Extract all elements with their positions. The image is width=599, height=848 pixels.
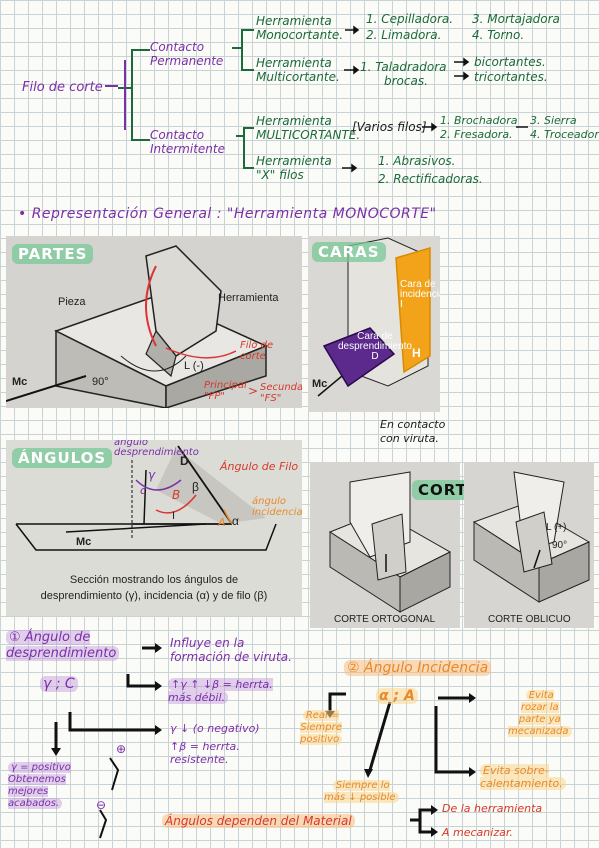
- minus-icon: ⊖: [96, 798, 107, 812]
- label-alpha: α: [232, 514, 239, 528]
- tree-item: 4. Torno.: [472, 28, 525, 42]
- label-mc-caras: Mc: [312, 378, 328, 390]
- label-i: I: [172, 510, 176, 522]
- note1-influye: Influye en la formación de viruta.: [170, 636, 292, 664]
- note-contacto: En contacto con viruta.: [380, 418, 446, 445]
- label-cara-desp: Cara de desprendimiento D: [338, 331, 412, 362]
- tree-result: bicortantes.: [474, 55, 546, 69]
- tree-item: 4. Troceadora: [530, 128, 599, 141]
- note2-evita2: Evita sobre- calentamiento.: [480, 764, 566, 790]
- ortogonal-drawing: [328, 471, 452, 613]
- label-pieza: Pieza: [58, 296, 86, 308]
- photo-angulos: ÁNGULOS ángulo desprendimiento γ c D B β…: [6, 440, 302, 616]
- oblicuo-drawing: [472, 471, 591, 603]
- tree-item: 3. Mortajadora: [472, 12, 560, 26]
- photo-caras: CARAS Cara de desprendimiento D Cara de …: [308, 236, 440, 412]
- caras-drawing: [317, 237, 431, 397]
- footer-a: De la herramienta: [442, 802, 543, 815]
- label-corte-oblicuo: CORTE OBLICUO: [488, 614, 571, 625]
- label-beta: β: [192, 480, 199, 494]
- tag-caras: CARAS: [312, 242, 386, 262]
- note2-evita1: Evita rozar la parte ya mecanizada: [508, 690, 572, 738]
- tree-item: 2. Rectificadoras.: [378, 172, 483, 186]
- label-cara-inc: Cara de incidencia I: [400, 279, 440, 310]
- tree-multicortante: Herramienta Multicortante.: [256, 56, 340, 84]
- photo-partes: PARTES Pieza Herramienta Mc 90° L (-) Fi…: [6, 236, 302, 408]
- label-gt: >: [248, 384, 259, 398]
- note1-down2: ↑β = herrta. resistente.: [170, 740, 240, 766]
- angulos-drawing: [15, 445, 277, 551]
- tree-branch-intermitente: Contacto Intermitente: [150, 128, 225, 156]
- label-l: L (-): [184, 360, 204, 372]
- tree-varios-filos: [Varios filos]: [352, 120, 427, 134]
- label-ang-inc: ángulo incidencia: [252, 496, 302, 518]
- label-ang-filo: Ángulo de Filo: [220, 460, 299, 473]
- tree-item: 2. Limadora.: [366, 28, 442, 42]
- section-heading: • Representación General : "Herramienta …: [18, 206, 437, 222]
- note1-down: γ ↓ (o negativo): [170, 722, 260, 735]
- footer-b: A mecanizar.: [442, 826, 513, 839]
- label-ang-desp: ángulo desprendimiento: [114, 440, 199, 458]
- tree-item: 3. Sierra: [530, 114, 577, 127]
- tree-x-filos: Herramienta "X" filos: [256, 154, 332, 182]
- label-90: 90°: [92, 376, 109, 388]
- label-secundario: Secundario "FS": [260, 382, 302, 404]
- label-mc-ang: Mc: [76, 536, 92, 548]
- label-gamma: γ: [148, 468, 156, 482]
- footer-text: Ángulos dependen del Material: [162, 814, 355, 828]
- tree-item: 1. Cepilladora.: [366, 12, 454, 26]
- tree-item: 1. Abrasivos.: [378, 154, 456, 168]
- tree-item: 1. Brochadora: [440, 114, 518, 127]
- tag-angulos: ÁNGULOS: [12, 448, 113, 468]
- tree-monocortante: Herramienta Monocortante.: [256, 14, 344, 42]
- note1-up: ↑γ ↑ ↓β = herrta. más débil.: [168, 678, 273, 704]
- tag-partes: PARTES: [12, 244, 94, 264]
- tree-item: brocas.: [384, 74, 428, 88]
- note1-gamma-c: γ ; C: [40, 676, 78, 692]
- tree-branch-permanente: Contacto Permanente: [150, 40, 224, 68]
- note1-positivo: γ = positivo Obtenemos mejores acabados.: [8, 762, 71, 809]
- tree-result: tricortantes.: [474, 70, 548, 84]
- plus-icon: ⊕: [116, 742, 127, 756]
- angulos-caption: Sección mostrando los ángulos de despren…: [40, 574, 268, 602]
- label-d: D: [180, 454, 189, 468]
- note2-title: ② Ángulo Incidencia: [344, 660, 492, 676]
- label-mc: Mc: [12, 376, 28, 388]
- tree-item: 1. Taladradora: [360, 60, 447, 74]
- note2-real: Real = Siempre positivo: [300, 710, 343, 745]
- note2-siempre: Siempre lo más ↓ posible: [324, 780, 399, 804]
- label-corte-ortogonal: CORTE ORTOGONAL: [334, 614, 436, 625]
- label-l-oblicuo: L (+): [546, 522, 567, 533]
- tree-item: 2. Fresadora.: [440, 128, 513, 141]
- partes-drawing: [6, 245, 268, 408]
- note1-title: ① Ángulo de desprendimiento: [6, 630, 120, 662]
- label-filo: Filo de corte: [240, 340, 274, 362]
- label-b: B: [172, 488, 181, 502]
- note2-alpha-a: α ; A: [376, 688, 418, 704]
- label-herramienta: Herramienta: [218, 292, 279, 304]
- label-a: A: [218, 516, 226, 529]
- label-principal: Principal "FP": [204, 380, 247, 402]
- tree-multicortante-2: Herramienta MULTICORTANTE.: [256, 114, 361, 142]
- tree-root: Filo de corte: [22, 80, 103, 95]
- label-h: H: [412, 346, 421, 360]
- label-90-oblicuo: 90°: [552, 540, 568, 551]
- label-c: c: [140, 484, 147, 497]
- photo-corte-oblicuo: L (+) 90° CORTE OBLICUO: [464, 462, 594, 628]
